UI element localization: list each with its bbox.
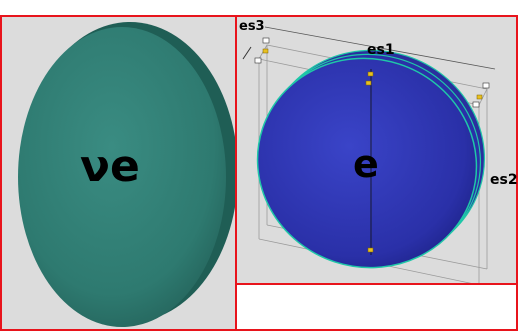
handle-group — [254, 37, 490, 108]
axis-label-es3: es3 — [239, 19, 265, 34]
neutrino-disc-face — [18, 27, 226, 327]
neutrino-disc-illustration — [18, 22, 238, 327]
empty-panel — [235, 283, 518, 331]
neutrino-panel: νe — [0, 15, 238, 331]
electron-disc-illustration — [242, 26, 496, 286]
electron-panel: e es1 es3 — [235, 15, 518, 286]
marker-group — [262, 48, 483, 253]
handle-4 — [472, 101, 480, 108]
marker-left-top — [262, 48, 269, 54]
marker-right — [476, 94, 483, 100]
marker-top-2 — [365, 80, 372, 86]
marker-top-1 — [367, 71, 374, 77]
axis-label-es1: es1 — [367, 42, 395, 58]
handle-1 — [262, 37, 270, 44]
electron-disc-front-face — [256, 57, 478, 269]
handle-3 — [482, 82, 490, 89]
es1-dimension-line — [264, 26, 496, 70]
electron-symbol: e — [353, 142, 379, 186]
axis-label-es2: es2 — [490, 172, 518, 188]
es3-arrow — [242, 46, 252, 60]
neutrino-symbol: νe — [80, 141, 140, 192]
handle-2 — [254, 57, 262, 64]
marker-bottom — [367, 247, 374, 253]
